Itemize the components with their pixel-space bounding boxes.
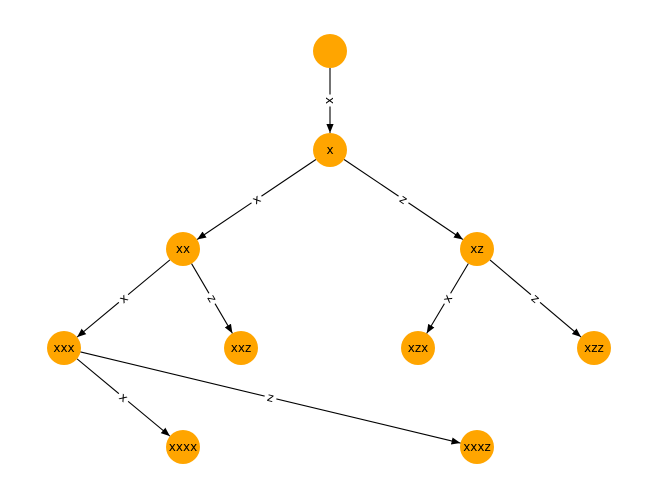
node-xx: xx bbox=[166, 232, 200, 266]
edge-label-group: x bbox=[114, 289, 133, 308]
edge-label-group: x bbox=[323, 94, 337, 107]
edge-xxx-xxxz: z bbox=[80, 351, 461, 445]
node-label: xzx bbox=[408, 341, 429, 355]
edge-label-group: z bbox=[263, 389, 278, 406]
node-circle bbox=[313, 133, 347, 167]
node-root bbox=[313, 34, 347, 68]
edge-xx-xxx: x bbox=[76, 259, 171, 338]
edge-xz-xzz: z bbox=[489, 259, 582, 338]
edge-xx-xxz: z bbox=[191, 263, 233, 334]
node-xzz: xzz bbox=[577, 331, 611, 365]
edge-label-group: z bbox=[394, 190, 413, 209]
node-x: x bbox=[313, 133, 347, 167]
node-xxz: xxz bbox=[224, 331, 258, 365]
edge-label-background bbox=[526, 289, 545, 308]
edge-x-xx: x bbox=[196, 159, 317, 240]
node-circle bbox=[460, 232, 494, 266]
edge-xz-xzx: x bbox=[426, 263, 469, 334]
edge-label: x bbox=[323, 97, 337, 104]
node-circle bbox=[224, 331, 258, 365]
edge-root-x: x bbox=[323, 68, 337, 133]
edge-label-background bbox=[394, 190, 413, 209]
edge-label-background bbox=[114, 289, 133, 308]
node-label: xxxz bbox=[463, 440, 491, 454]
node-label: xxz bbox=[231, 341, 252, 355]
edge-x-xz: z bbox=[343, 159, 464, 240]
edge-label: z bbox=[266, 390, 275, 405]
edge-label-background bbox=[323, 94, 337, 107]
node-xxxx: xxxx bbox=[166, 430, 200, 464]
edge-label-group: x bbox=[247, 190, 266, 209]
edge-label-group: z bbox=[202, 289, 222, 308]
node-circle bbox=[401, 331, 435, 365]
edge-label-group: x bbox=[114, 388, 133, 407]
edge-label-group: x bbox=[438, 289, 457, 308]
edge-label-background bbox=[202, 289, 222, 308]
node-xzx: xzx bbox=[401, 331, 435, 365]
edge-label-group: z bbox=[526, 289, 545, 308]
node-label: xx bbox=[176, 242, 190, 256]
node-xxx: xxx bbox=[47, 331, 81, 365]
node-circle bbox=[166, 430, 200, 464]
node-label: xxxx bbox=[169, 440, 197, 454]
node-xxxz: xxxz bbox=[460, 430, 494, 464]
edge-label-background bbox=[114, 388, 133, 407]
node-label: xz bbox=[470, 242, 483, 256]
edge-label-background bbox=[438, 289, 457, 308]
node-label: x bbox=[326, 143, 333, 157]
node-circle bbox=[577, 331, 611, 365]
edge-xxx-xxxx: x bbox=[76, 358, 171, 437]
node-circle bbox=[460, 430, 494, 464]
node-circle bbox=[47, 331, 81, 365]
edge-label-background bbox=[263, 389, 278, 406]
node-circle bbox=[166, 232, 200, 266]
node-label: xzz bbox=[584, 341, 604, 355]
node-label: xxx bbox=[53, 341, 74, 355]
node-xz: xz bbox=[460, 232, 494, 266]
edge-label-background bbox=[247, 190, 266, 209]
node-circle bbox=[313, 34, 347, 68]
